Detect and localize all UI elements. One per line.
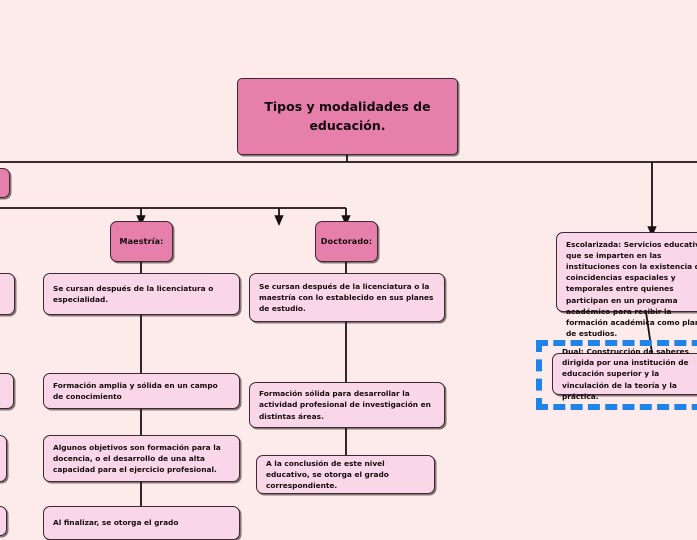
doctorado-item-1[interactable]: Se cursan después de la licenciatura o l… <box>249 273 445 322</box>
maestria-item-1[interactable]: Se cursan después de la licenciatura o e… <box>43 273 240 315</box>
mindmap-canvas: Tipos y modalidades de educación. a. Mae… <box>0 78 697 540</box>
offscreen-leaf-node-partial-1[interactable]: a. <box>0 273 15 315</box>
offscreen-leaf-node-partial-2[interactable] <box>0 373 14 409</box>
doctorado-item-3[interactable]: A la conclusión de este nivel educativo,… <box>256 455 435 494</box>
doctorado-item-2[interactable]: Formación sólida para desarrollar la act… <box>249 382 445 428</box>
dual-highlight-frame <box>536 340 697 410</box>
maestria-item-2[interactable]: Formación amplia y sólida en un campo de… <box>43 373 240 409</box>
branch-head-doctorado[interactable]: Doctorado: <box>315 221 378 262</box>
branch-head-maestria[interactable]: Maestría: <box>110 221 173 262</box>
modalidad-escolarizada[interactable]: Escolarizada: Servicios educativos que s… <box>556 232 697 338</box>
maestria-item-3[interactable]: Algunos objetivos son formación para la … <box>43 435 240 482</box>
root-node[interactable]: Tipos y modalidades de educación. <box>237 78 458 155</box>
offscreen-head-node-partial[interactable] <box>0 168 10 198</box>
modalidad-dual[interactable]: Dual: Construcción de saberes dirigida p… <box>552 347 697 401</box>
offscreen-leaf-node-partial-3[interactable] <box>0 435 7 482</box>
maestria-item-4[interactable]: Al finalizar, se otorga el grado <box>43 506 240 540</box>
offscreen-leaf-node-partial-4[interactable] <box>0 506 7 536</box>
